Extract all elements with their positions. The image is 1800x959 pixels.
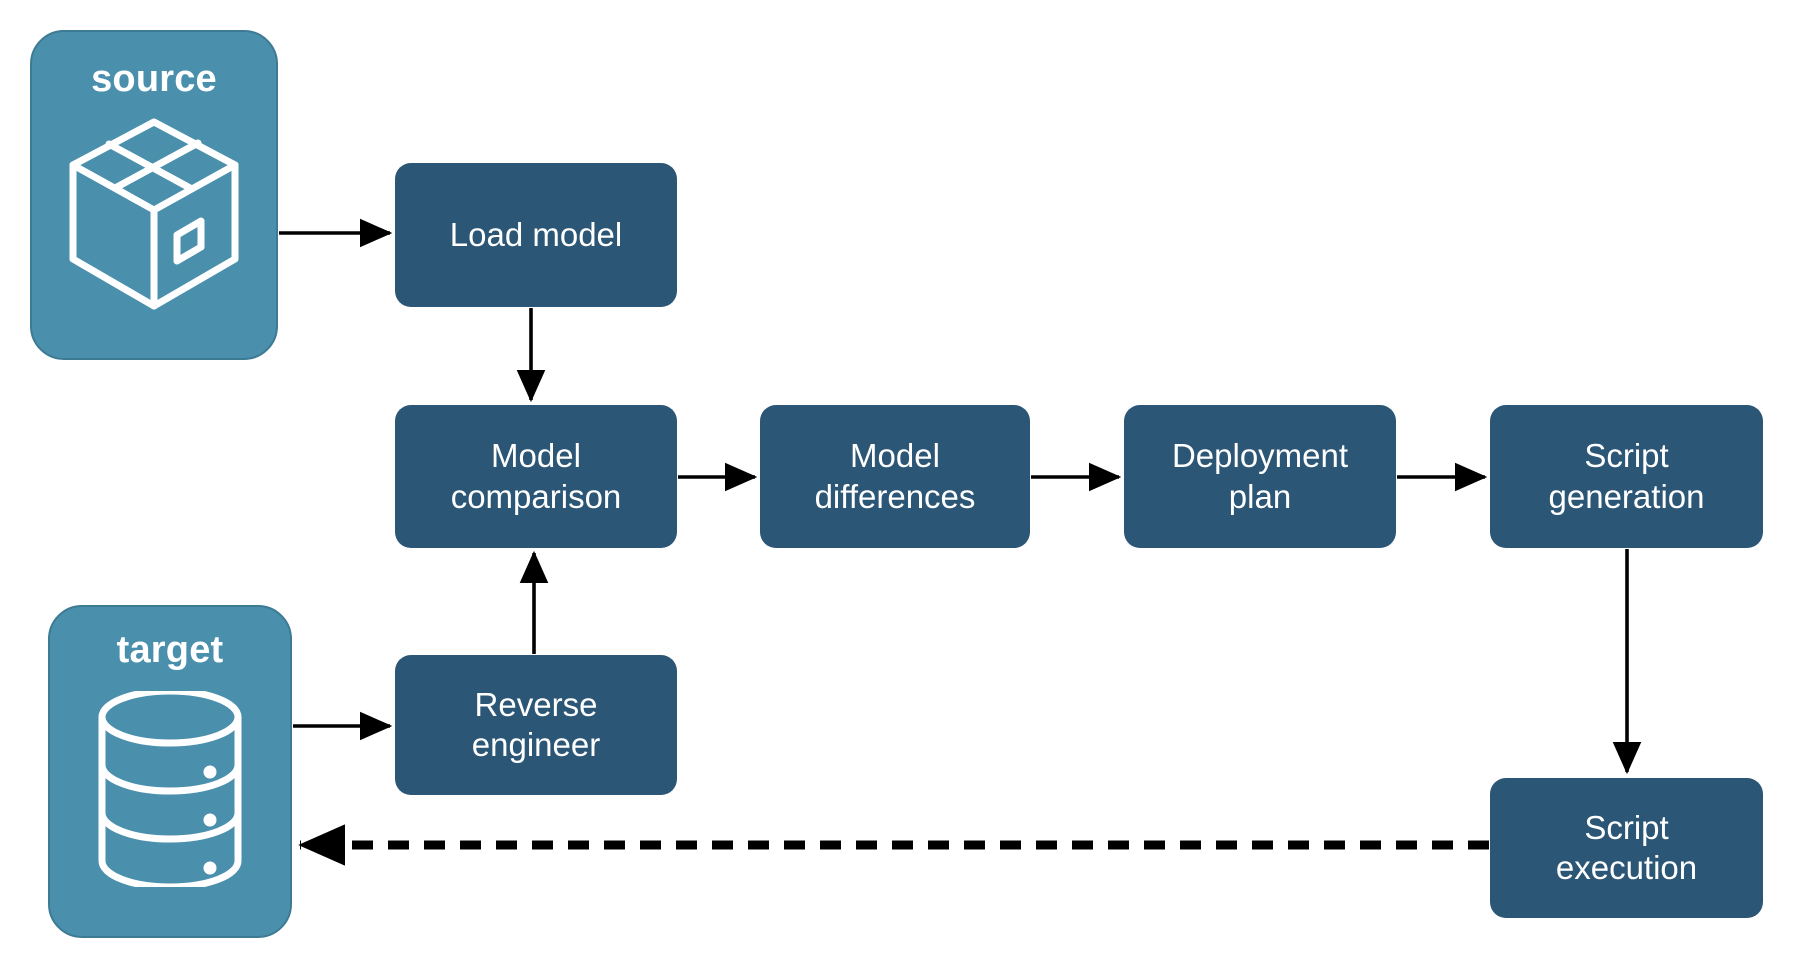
- database-cylinder-icon: [94, 687, 246, 892]
- process-script-generation[interactable]: Script generation: [1490, 405, 1763, 548]
- process-model-comparison[interactable]: Model comparison: [395, 405, 677, 548]
- endpoint-target[interactable]: target: [48, 605, 292, 938]
- process-reverse-engineer[interactable]: Reverse engineer: [395, 655, 677, 795]
- process-deployment-plan[interactable]: Deployment plan: [1124, 405, 1396, 548]
- package-box-icon: [59, 114, 249, 319]
- endpoint-source[interactable]: source: [30, 30, 278, 360]
- process-model-differences[interactable]: Model differences: [760, 405, 1030, 548]
- endpoint-target-label: target: [116, 629, 224, 671]
- endpoint-source-label: source: [91, 58, 217, 100]
- process-load-model[interactable]: Load model: [395, 163, 677, 307]
- process-script-execution[interactable]: Script execution: [1490, 778, 1763, 918]
